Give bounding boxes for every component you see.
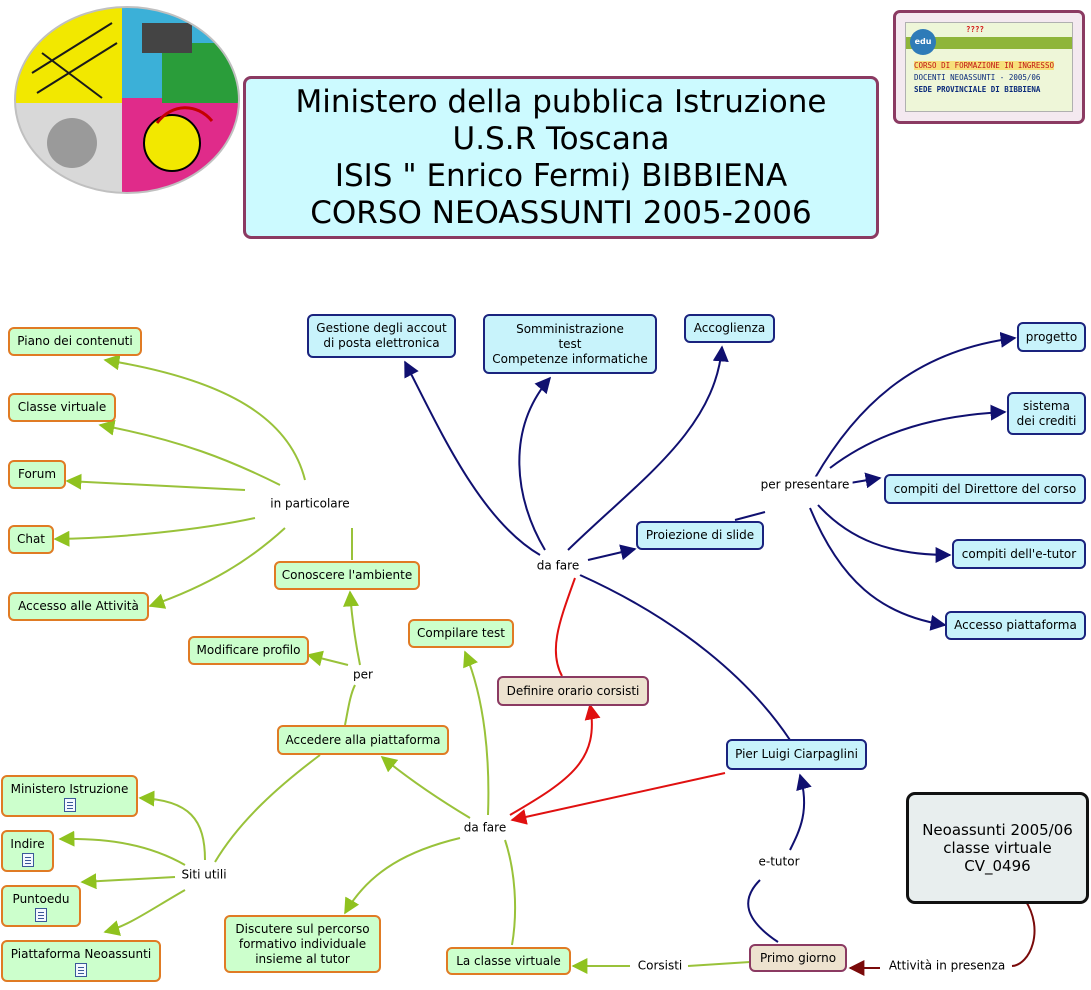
label-da-fare-top: da fare <box>534 558 582 575</box>
class-info-box: Neoassunti 2005/06 classe virtuale CV_04… <box>906 792 1089 904</box>
edge-accedere-per <box>345 685 355 725</box>
label-da-fare-bottom: da fare <box>461 820 509 837</box>
edge-inpart-piano <box>105 360 305 480</box>
edge-siti-accedere <box>215 755 320 862</box>
title-line-1: Ministero della pubblica Istruzione <box>296 84 827 121</box>
edge-definire-dafare <box>556 578 575 676</box>
node-gestione-posta[interactable]: Gestione degli accout di posta elettroni… <box>307 314 456 358</box>
label-corsisti: Corsisti <box>635 958 686 975</box>
edge-inpart-classe <box>100 425 280 485</box>
node-piattaforma-neoassunti[interactable]: Piattaforma Neoassunti <box>1 940 161 982</box>
label-attivita-presenza: Attività in presenza <box>886 958 1008 975</box>
node-puntoedu[interactable]: Puntoedu <box>1 885 81 927</box>
info-line-1: Neoassunti 2005/06 <box>922 821 1073 839</box>
label-per: per <box>350 667 376 684</box>
edge-per-conoscere <box>350 592 360 665</box>
document-icon[interactable] <box>22 853 34 867</box>
node-progetto[interactable]: progetto <box>1017 322 1086 352</box>
node-sistema-crediti[interactable]: sistema dei crediti <box>1007 392 1086 435</box>
node-piano-contenuti[interactable]: Piano dei contenuti <box>8 327 142 356</box>
title-line-3: ISIS " Enrico Fermi) BIBBIENA <box>335 158 787 195</box>
node-primo-giorno[interactable]: Primo giorno <box>749 944 847 972</box>
edge-dafare-pierluigi <box>580 575 790 740</box>
edge-siti-piattaforma <box>105 890 185 932</box>
label-e-tutor: e-tutor <box>755 854 802 871</box>
edge-dafare2-definire <box>510 705 592 815</box>
node-accoglienza[interactable]: Accoglienza <box>684 314 775 343</box>
node-chat[interactable]: Chat <box>8 525 54 554</box>
node-proiezione-slide[interactable]: Proiezione di slide <box>636 521 764 550</box>
node-ministero-istruzione[interactable]: Ministero Istruzione <box>1 775 138 817</box>
node-pier-luigi[interactable]: Pier Luigi Ciarpaglini <box>726 739 867 770</box>
title-box: Ministero della pubblica Istruzione U.S.… <box>243 76 879 239</box>
node-discutere-percorso[interactable]: Discutere sul percorso formativo individ… <box>224 915 381 973</box>
badge-overlay: ???? <box>966 25 984 34</box>
edge-info-attivita <box>1012 900 1035 966</box>
node-compiti-direttore[interactable]: compiti del Direttore del corso <box>884 474 1086 504</box>
badge-line-2: DOCENTI NEOASSUNTI - 2005/06 <box>914 73 1040 82</box>
node-accedere-piattaforma[interactable]: Accedere alla piattaforma <box>277 725 449 755</box>
node-compilare-test[interactable]: Compilare test <box>408 619 514 648</box>
node-forum[interactable]: Forum <box>8 460 66 489</box>
title-line-2: U.S.R Toscana <box>453 121 670 158</box>
edge-per-modificare <box>308 655 348 665</box>
node-classe-virtuale[interactable]: Classe virtuale <box>8 393 116 422</box>
edge-dafare2-accedere <box>382 757 470 818</box>
document-icon[interactable] <box>64 798 76 812</box>
edge-dafare2-compilare <box>465 652 488 815</box>
edge-siti-puntoedu <box>82 877 175 882</box>
edu-logo-icon: edu <box>910 29 936 55</box>
node-somministrazione-test[interactable]: Somministrazione test Competenze informa… <box>483 314 657 374</box>
label-in-particolare: in particolare <box>267 496 352 513</box>
document-icon[interactable] <box>35 908 47 922</box>
node-conoscere-ambiente[interactable]: Conoscere l'ambiente <box>274 561 420 590</box>
edge-pp-etutor <box>818 505 950 555</box>
node-piattaforma-neoassunti-label: Piattaforma Neoassunti <box>11 947 151 962</box>
node-indire-label: Indire <box>10 837 44 852</box>
node-indire[interactable]: Indire <box>1 830 54 872</box>
title-line-4: CORSO NEOASSUNTI 2005-2006 <box>310 195 812 232</box>
edge-dafare2-discutere <box>345 838 460 913</box>
node-ministero-istruzione-label: Ministero Istruzione <box>11 782 129 797</box>
edge-pp-direttore <box>850 478 880 483</box>
info-line-2: classe virtuale <box>943 839 1051 857</box>
info-line-3: CV_0496 <box>964 857 1030 875</box>
edge-pierluigi-dafare2 <box>512 773 725 820</box>
edge-inpart-accesso <box>150 528 285 606</box>
edge-inpart-forum <box>67 481 245 490</box>
edge-primogiorno-corsisti <box>688 962 750 966</box>
course-badge-image: edu ???? CORSO DI FORMAZIONE IN INGRESSO… <box>905 22 1073 112</box>
node-accesso-piattaforma[interactable]: Accesso piattaforma <box>945 611 1086 640</box>
edge-dafare-somministrazione <box>519 378 550 550</box>
edge-siti-indire <box>60 839 185 865</box>
node-modificare-profilo[interactable]: Modificare profilo <box>188 636 309 665</box>
edge-pp-accesso <box>810 508 945 625</box>
school-logo <box>12 3 242 198</box>
node-accesso-attivita[interactable]: Accesso alle Attività <box>8 592 149 621</box>
edge-inpart-chat <box>55 518 255 539</box>
edge-dafare-accoglienza <box>568 347 722 550</box>
node-la-classe-virtuale[interactable]: La classe virtuale <box>446 947 571 975</box>
edge-primogiorno-etutor <box>748 880 778 942</box>
label-per-presentare: per presentare <box>758 477 853 494</box>
edge-etutor-pierluigi <box>790 775 804 850</box>
badge-line-1: CORSO DI FORMAZIONE IN INGRESSO <box>914 61 1054 70</box>
edge-slide-perpresentare <box>735 512 765 520</box>
node-compiti-etutor[interactable]: compiti dell'e-tutor <box>952 539 1086 569</box>
badge-line-3: SEDE PROVINCIALE DI BIBBIENA <box>914 85 1040 94</box>
course-badge: edu ???? CORSO DI FORMAZIONE IN INGRESSO… <box>893 10 1085 124</box>
document-icon[interactable] <box>75 963 87 977</box>
node-definire-orario[interactable]: Definire orario corsisti <box>497 676 649 706</box>
label-siti-utili: Siti utili <box>178 867 229 884</box>
edge-dafare-proiezione <box>588 549 635 560</box>
node-puntoedu-label: Puntoedu <box>13 892 70 907</box>
edge-dafare2-classevirt <box>505 840 515 945</box>
